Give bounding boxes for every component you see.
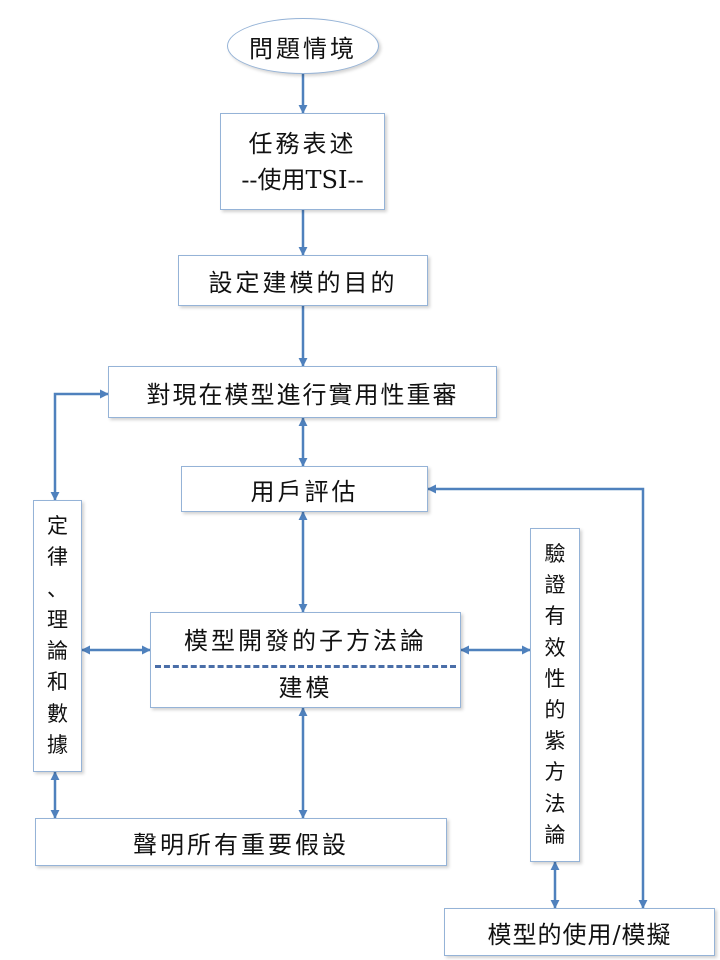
problem-situation-label: 問題情境 [249,34,357,63]
validation-char: 證 [544,573,566,598]
laws-char: 律 [47,545,68,570]
practicality-review-node: 對現在模型進行實用性重審 [108,366,497,418]
dashed-divider [155,665,456,668]
validation-char: 方 [544,760,566,785]
laws-char: 定 [47,514,68,539]
assumptions-node: 聲明所有重要假設 [35,818,447,866]
modeling-purpose-node: 設定建模的目的 [178,255,428,306]
problem-situation-node: 問題情境 [227,18,379,74]
task-formulation-node: 任務表述 --使用TSI-- [220,113,385,210]
model-development-bottom: 建模 [151,664,460,707]
task-formulation-sublabel: --使用TSI-- [241,165,364,194]
validation-char: 的 [544,698,566,723]
validation-char: 論 [544,822,566,847]
laws-char: 數 [47,701,68,726]
laws-char: 理 [47,607,68,632]
laws-char: 和 [47,670,68,695]
laws-theory-data-node: 定 律 、 理 論 和 數 據 [33,500,82,772]
validation-char: 效 [544,635,566,660]
user-evaluation-node: 用戶評估 [181,466,428,512]
validation-char: 驗 [544,542,566,567]
task-formulation-label: 任務表述 [248,129,357,158]
assumptions-label: 聲明所有重要假設 [133,830,349,859]
model-usage-label: 模型的使用/模擬 [487,920,672,949]
practicality-review-label: 對現在模型進行實用性重審 [146,380,459,409]
model-development-node: 模型開發的子方法論 建模 [150,612,461,708]
arrow-review-laws [50,389,109,501]
laws-char: 、 [47,576,68,601]
validation-char: 性 [544,666,566,691]
validation-char: 紫 [544,729,566,754]
model-development-top: 模型開發的子方法論 [151,613,460,664]
validation-char: 法 [544,791,566,816]
validation-char: 有 [544,604,566,629]
user-evaluation-label: 用戶評估 [250,477,359,506]
model-development-label: 模型開發的子方法論 [184,626,427,655]
laws-char: 論 [47,639,68,664]
modeling-label: 建模 [278,673,333,702]
arrow-usage-user-eval [427,484,648,909]
laws-char: 據 [47,732,68,757]
model-usage-node: 模型的使用/模擬 [444,908,715,956]
validation-method-node: 驗 證 有 效 性 的 紫 方 法 論 [530,528,580,862]
modeling-purpose-label: 設定建模的目的 [208,269,398,297]
